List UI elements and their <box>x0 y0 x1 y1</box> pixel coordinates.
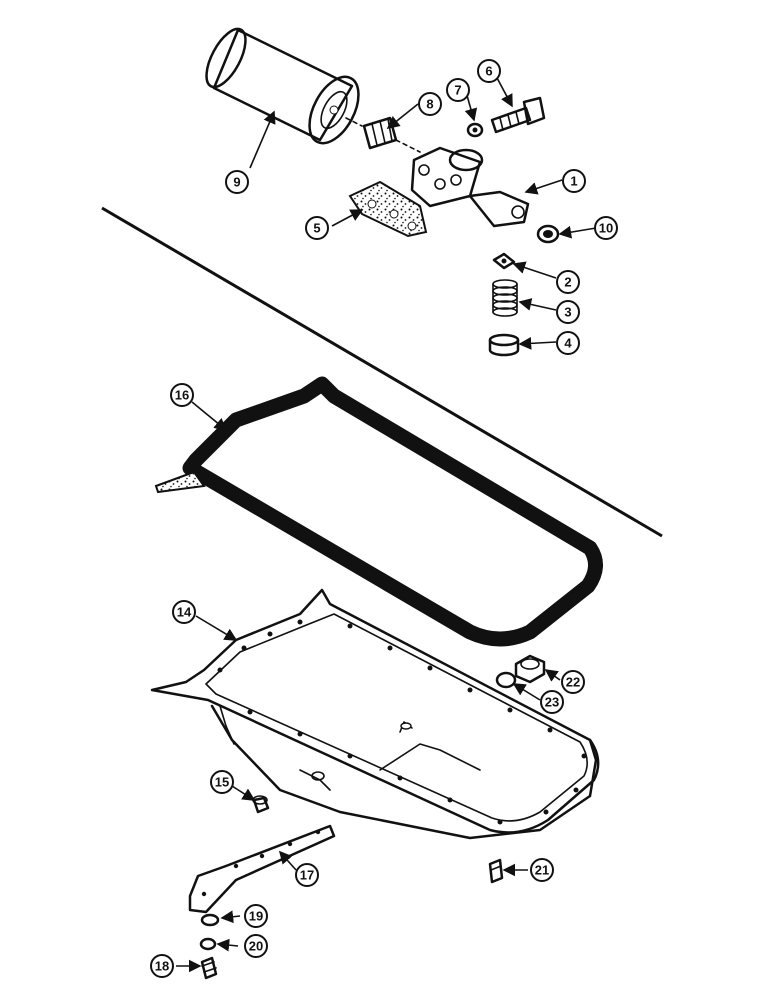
callout-9-label: 9 <box>233 175 240 190</box>
callout-8-label: 8 <box>426 97 433 112</box>
valve-spring <box>492 279 518 317</box>
callout-3: 3 <box>556 300 580 324</box>
callout-20-label: 20 <box>249 939 263 954</box>
oil-pan-gasket <box>154 376 603 647</box>
callout-10-label: 10 <box>599 221 613 236</box>
callout-22: 22 <box>561 670 585 694</box>
pan-bolt <box>488 858 504 884</box>
drain-plug <box>252 795 270 814</box>
callout-19-label: 19 <box>249 909 263 924</box>
callout-14: 14 <box>172 600 196 624</box>
callout-17-label: 17 <box>300 868 314 883</box>
callout-18-label: 18 <box>155 959 169 974</box>
callout-23-label: 23 <box>545 695 559 710</box>
adapter-gasket <box>348 180 428 238</box>
callout-6: 6 <box>477 59 501 83</box>
callout-4: 4 <box>556 331 580 355</box>
callout-7-label: 7 <box>454 83 461 98</box>
washer <box>466 122 484 138</box>
callout-5: 5 <box>305 216 329 240</box>
bolt <box>490 96 546 134</box>
callout-6-label: 6 <box>485 64 492 79</box>
callout-7: 7 <box>446 78 470 102</box>
filter-nipple <box>362 116 398 150</box>
callout-16: 16 <box>170 383 194 407</box>
fill-plug-gasket <box>495 671 517 689</box>
filter-adapter <box>410 146 530 228</box>
callout-21: 21 <box>530 858 554 882</box>
section-divider-line <box>101 206 663 538</box>
callout-15-label: 15 <box>215 775 229 790</box>
callout-22-label: 22 <box>566 675 580 690</box>
callout-1-label: 1 <box>570 174 577 189</box>
callout-9: 9 <box>225 170 249 194</box>
callout-18: 18 <box>150 954 174 978</box>
oil-pan <box>150 588 600 840</box>
callout-2-label: 2 <box>564 275 571 290</box>
callout-5-label: 5 <box>313 221 320 236</box>
fill-plug <box>514 654 546 684</box>
callout-19: 19 <box>244 904 268 928</box>
oil-filter <box>205 27 360 145</box>
valve-cap <box>492 252 516 270</box>
callout-3-label: 3 <box>564 305 571 320</box>
callout-23: 23 <box>540 690 564 714</box>
leader-lines <box>176 75 597 973</box>
callout-4-label: 4 <box>564 336 572 351</box>
callout-1: 1 <box>562 169 586 193</box>
callout-17: 17 <box>295 863 319 887</box>
callout-8: 8 <box>418 92 442 116</box>
callout-20: 20 <box>244 934 268 958</box>
callout-2: 2 <box>556 270 580 294</box>
callout-10: 10 <box>594 216 618 240</box>
support-plate <box>188 824 336 914</box>
plate-bolt <box>200 956 218 980</box>
callout-21-label: 21 <box>535 863 549 878</box>
plug <box>536 224 560 244</box>
callout-15: 15 <box>210 770 234 794</box>
callout-16-label: 16 <box>175 388 189 403</box>
callout-14-label: 14 <box>177 605 192 620</box>
lock-washer <box>200 913 220 927</box>
flat-washer <box>199 937 217 951</box>
valve-plunger <box>488 333 520 357</box>
